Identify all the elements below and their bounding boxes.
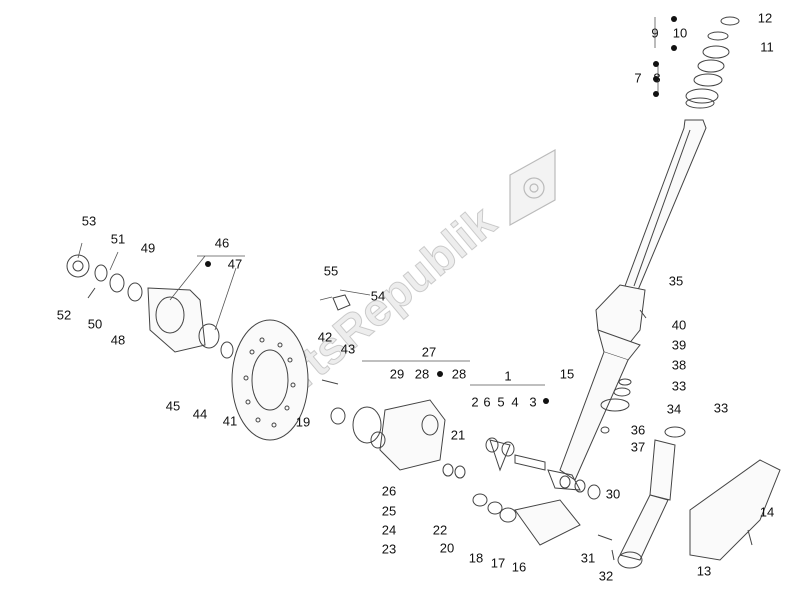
group-bullet (205, 261, 211, 267)
callout-label[interactable]: 43 (340, 341, 356, 357)
fasteners (597, 309, 753, 561)
callout-label[interactable]: 31 (580, 550, 596, 566)
brake-caliper (321, 294, 446, 471)
leader-lines (77, 17, 659, 386)
group-bullet (653, 76, 659, 82)
callout-label[interactable]: 25 (381, 503, 397, 519)
gear-logo-icon (509, 148, 556, 227)
headset-bearings (685, 16, 740, 109)
callout-label[interactable]: 9 (651, 25, 659, 41)
group-bullet (653, 61, 659, 67)
callout-label[interactable]: 18 (468, 550, 484, 566)
callout-label[interactable]: 39 (671, 337, 687, 353)
mudguard (689, 459, 781, 561)
callout-label[interactable]: 42 (317, 329, 333, 345)
callout-label[interactable]: 33 (713, 400, 729, 416)
callout-label[interactable]: 17 (490, 555, 506, 571)
callout-label[interactable]: 7 (634, 70, 642, 86)
callout-label[interactable]: 5 (497, 394, 505, 410)
callout-label[interactable]: 52 (56, 307, 72, 323)
callout-label[interactable]: 54 (370, 288, 386, 304)
callout-label[interactable]: 3 (529, 394, 537, 410)
callout-label[interactable]: 2 (471, 394, 479, 410)
callout-label[interactable]: 53 (81, 213, 97, 229)
callout-label[interactable]: 11 (760, 39, 774, 55)
wheel-hub (66, 254, 245, 362)
callout-label[interactable]: 45 (165, 398, 181, 414)
callout-label[interactable]: 44 (192, 406, 208, 422)
callout-label[interactable]: 40 (671, 317, 687, 333)
callout-label[interactable]: 41 (222, 413, 238, 429)
callout-label[interactable]: 23 (381, 541, 397, 557)
callout-label[interactable]: 49 (140, 240, 156, 256)
callout-label[interactable]: 28 (451, 366, 467, 382)
callout-label[interactable]: 22 (432, 522, 448, 538)
callout-label[interactable]: 20 (439, 540, 455, 556)
callout-label[interactable]: 30 (605, 486, 621, 502)
group-bullet (543, 398, 549, 404)
shock-absorber (617, 426, 686, 569)
callout-label[interactable]: 50 (87, 316, 103, 332)
callout-label[interactable]: 46 (214, 235, 230, 251)
callout-label[interactable]: 13 (696, 563, 712, 579)
callout-label[interactable]: 6 (483, 394, 491, 410)
callout-label[interactable]: 33 (671, 378, 687, 394)
callout-label[interactable]: 38 (671, 357, 687, 373)
callout-label[interactable]: 32 (598, 568, 614, 584)
callout-label[interactable]: 51 (110, 231, 126, 247)
callout-label[interactable]: 24 (381, 522, 397, 538)
callout-label[interactable]: 26 (381, 483, 397, 499)
group-bullet (671, 45, 677, 51)
steering-tube (547, 119, 707, 491)
group-bullet (671, 16, 677, 22)
callout-label[interactable]: 34 (666, 401, 682, 417)
callout-label[interactable]: 47 (227, 256, 243, 272)
callout-label[interactable]: 29 (389, 366, 405, 382)
callout-label[interactable]: 12 (757, 10, 773, 26)
group-bullet (653, 91, 659, 97)
callout-label[interactable]: 16 (511, 559, 527, 575)
axle-parts (472, 437, 601, 546)
callout-label[interactable]: 36 (630, 422, 646, 438)
callout-label[interactable]: 55 (323, 263, 339, 279)
group-bullet (437, 371, 443, 377)
callout-label[interactable]: 27 (421, 344, 437, 360)
callout-label[interactable]: 37 (630, 439, 646, 455)
callout-label[interactable]: 1 (504, 368, 512, 384)
callout-label[interactable]: 14 (759, 504, 775, 520)
callout-label[interactable]: 35 (668, 273, 684, 289)
callout-label[interactable]: 19 (295, 414, 311, 430)
brake-pads (442, 439, 511, 479)
brake-disc (231, 319, 309, 441)
callout-label[interactable]: 28 (414, 366, 430, 382)
callout-label[interactable]: 10 (672, 25, 688, 41)
callout-label[interactable]: 4 (511, 394, 519, 410)
callout-label[interactable]: 15 (559, 366, 575, 382)
callout-label[interactable]: 21 (450, 427, 466, 443)
callout-label[interactable]: 48 (110, 332, 126, 348)
